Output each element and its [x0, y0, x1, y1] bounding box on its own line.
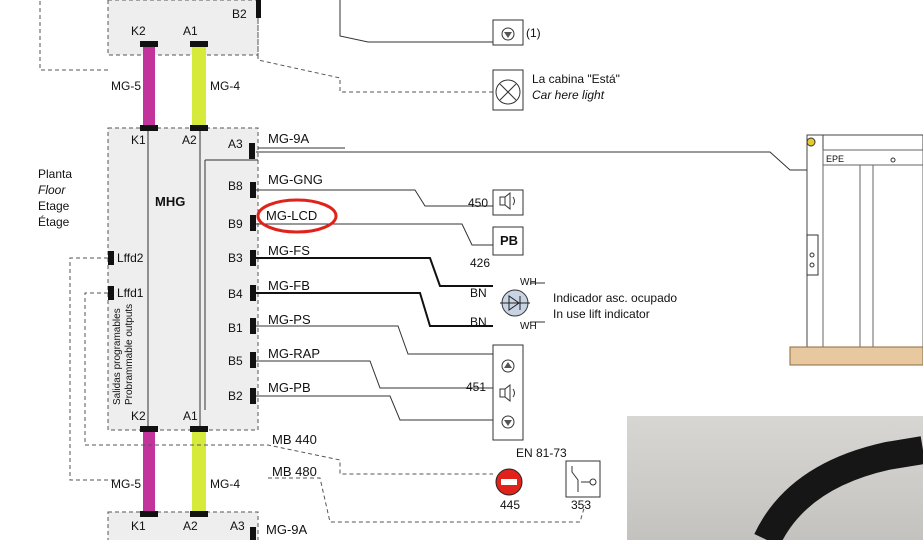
terminal-lffd1: Lffd1 — [117, 286, 144, 300]
buzzer-icon — [499, 383, 515, 403]
signal-mg-ps: MG-PS — [268, 312, 311, 327]
terminal-k2: K2 — [131, 409, 146, 423]
indicator-es: Indicador asc. ocupado — [553, 291, 678, 305]
wire-wh-bottom: WH — [520, 321, 537, 332]
arrow-box-code: 451 — [466, 380, 487, 394]
terminal-a1-top: A1 — [183, 24, 198, 38]
signal-mg-9a-bottom: MG-9A — [266, 522, 308, 537]
standard-en81-73: EN 81-73 — [516, 446, 567, 460]
wire-bn-bottom: BN — [470, 315, 487, 329]
signal-mg-9a: MG-9A — [268, 131, 310, 146]
yellow-cable-top — [192, 46, 206, 128]
signal-mg-fb: MG-FB — [268, 278, 310, 293]
gong-speaker-icon — [499, 191, 515, 211]
terminal-b4: B4 — [228, 287, 243, 301]
mg-lcd-highlight — [256, 198, 338, 234]
terminal-b2-top: B2 — [232, 7, 247, 21]
key-code: 353 — [571, 498, 592, 512]
signal-mg-rap: MG-RAP — [268, 346, 320, 361]
floor-label-en: Floor — [38, 183, 66, 197]
terminal-b5: B5 — [228, 354, 243, 368]
key-switch-icon — [571, 466, 597, 492]
programmable-outputs-en: Probrammable outputs — [124, 303, 135, 405]
landing-door-drawing — [789, 134, 923, 366]
signal-mg-gng: MG-GNG — [268, 172, 323, 187]
cable-photo — [627, 416, 923, 545]
up-arrow-icon — [501, 359, 515, 373]
terminal-b2: B2 — [228, 389, 243, 403]
terminal-b8: B8 — [228, 179, 243, 193]
magenta-cable-top — [143, 46, 155, 128]
programmable-outputs-es: Salidas programables — [112, 308, 123, 405]
terminal-a1: A1 — [183, 409, 198, 423]
down-arrow-icon — [501, 27, 515, 41]
floor-label-es: Planta — [38, 167, 73, 181]
car-here-es: La cabina "Está" — [532, 72, 620, 86]
wires — [256, 0, 807, 421]
mhg-module — [107, 127, 259, 431]
terminal-a3-bottom: A3 — [230, 519, 245, 533]
terminal-k1-bottom: K1 — [131, 519, 146, 533]
terminal-lffd2: Lffd2 — [117, 251, 144, 265]
connector-mg5-bottom: MG-5 — [111, 477, 141, 491]
terminal-k2-top: K2 — [131, 24, 146, 38]
terminal-a2: A2 — [182, 133, 197, 147]
floor-label-fr: Etage — [38, 199, 70, 213]
terminal-b3: B3 — [228, 251, 243, 265]
connector-mg4-top: MG-4 — [210, 79, 240, 93]
gong-code: 450 — [468, 196, 489, 210]
bottom-module-fragment — [107, 511, 259, 540]
connector-mg5-top: MG-5 — [111, 79, 141, 93]
stop-sign-icon — [495, 468, 523, 496]
connector-mg4-bottom: MG-4 — [210, 477, 240, 491]
signal-mg-pb: MG-PB — [268, 380, 311, 395]
terminal-b1: B1 — [228, 321, 243, 335]
floor-label-fr2: Étage — [38, 215, 70, 229]
signal-mb-440: MB 440 — [272, 432, 317, 447]
pb-label: PB — [500, 233, 519, 248]
wire-bn-top: BN — [470, 286, 487, 300]
terminal-tabs — [108, 0, 261, 540]
car-here-en: Car here light — [532, 88, 605, 102]
lamp-icon — [495, 79, 521, 105]
landing-door-label: EPE — [826, 154, 845, 164]
down-arrow-icon — [501, 415, 515, 429]
dashed-wires — [39, 0, 586, 523]
magenta-cable-bottom — [143, 430, 155, 515]
yellow-cable-bottom — [192, 430, 206, 515]
signal-mg-fs: MG-FS — [268, 243, 310, 258]
module-name: MHG — [155, 194, 186, 209]
signal-mg-lcd: MG-LCD — [266, 208, 318, 223]
terminal-k1: K1 — [131, 133, 146, 147]
signal-mb-480: MB 480 — [272, 464, 317, 479]
indicator-en: In use lift indicator — [553, 307, 650, 321]
terminal-b9: B9 — [228, 217, 243, 231]
stop-code: 445 — [500, 498, 521, 512]
down-arrow-note: (1) — [526, 26, 541, 40]
wire-wh-top: WH — [520, 277, 537, 288]
terminal-a2-bottom: A2 — [183, 519, 198, 533]
terminal-a3: A3 — [228, 137, 243, 151]
pb-code: 426 — [470, 256, 491, 270]
indicator-led-icon — [500, 289, 530, 317]
